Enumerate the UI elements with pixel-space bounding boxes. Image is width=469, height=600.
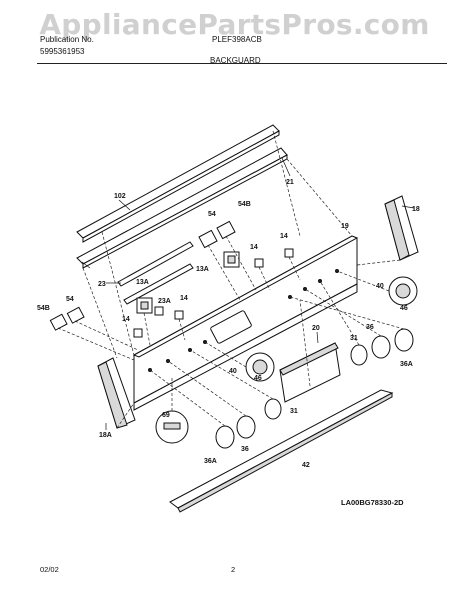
callout-31-left: 31	[290, 408, 298, 415]
knob-36a-left	[215, 425, 235, 449]
switch-54b-lower	[49, 313, 68, 331]
callout-14-c: 14	[122, 316, 130, 323]
footer-date: 02/02	[40, 565, 59, 574]
relay-13a-upper	[223, 251, 240, 268]
section-title: BACKGUARD	[210, 56, 261, 65]
callout-14-b: 14	[280, 233, 288, 240]
callout-46-middle: 46	[254, 375, 262, 382]
watermark: AppliancePartsPros.com	[39, 8, 430, 41]
knob-46-upper	[388, 276, 418, 306]
callout-46-upper: 46	[400, 305, 408, 312]
model-number: PLEF398ACB	[212, 35, 262, 44]
callout-13a-lower: 13A	[136, 279, 149, 286]
bracket-23	[106, 241, 194, 287]
callout-18a: 18A	[99, 432, 112, 439]
control-module-20	[279, 331, 341, 403]
footer-page: 2	[231, 565, 235, 574]
clip-23a	[154, 306, 164, 316]
assembly-lines	[57, 130, 405, 429]
publication-number: 5995361953	[40, 47, 85, 56]
knob-31-left	[264, 398, 282, 420]
callout-42: 42	[302, 462, 310, 469]
clip-14-b	[284, 248, 294, 258]
callout-40-middle: 40	[229, 368, 237, 375]
knob-31-right	[350, 344, 368, 366]
relay-13a-lower	[136, 297, 153, 314]
knob-46-middle	[245, 352, 275, 382]
trim-strip-42	[169, 389, 394, 513]
callout-14-d: 14	[180, 295, 188, 302]
callout-36-right: 36	[366, 324, 374, 331]
callout-54b-upper: 54B	[238, 201, 251, 208]
callout-102: 102	[114, 193, 126, 200]
knob-36-left	[236, 415, 256, 439]
screw-69	[155, 410, 189, 444]
callout-36-left: 36	[241, 446, 249, 453]
trim-strip-102	[76, 124, 280, 243]
callout-40-upper: 40	[376, 283, 384, 290]
publication-label: Publication No.	[40, 35, 94, 44]
callout-36a-left: 36A	[204, 458, 217, 465]
backguard-panel-19	[132, 235, 359, 411]
header-rule	[37, 63, 447, 64]
clip-14-d	[174, 310, 184, 320]
switch-54-lower	[66, 306, 85, 324]
callout-23: 23	[98, 281, 106, 288]
end-cap-18a	[97, 357, 136, 430]
callout-54-upper: 54	[208, 211, 216, 218]
callout-20: 20	[312, 325, 320, 332]
callout-19: 19	[341, 223, 349, 230]
diagram-code: LA00BG78330-2D	[341, 498, 404, 507]
panel-screw-holes	[148, 269, 339, 372]
switch-54-upper	[198, 229, 218, 249]
callout-21: 21	[286, 179, 294, 186]
knob-36a-right	[394, 328, 414, 352]
callout-18: 18	[412, 206, 420, 213]
knob-36-right	[371, 335, 391, 359]
callout-36a-right: 36A	[400, 361, 413, 368]
switch-54b-upper	[216, 220, 236, 240]
clip-14-c	[133, 328, 143, 338]
callout-54-lower: 54	[66, 296, 74, 303]
callout-14-a: 14	[250, 244, 258, 251]
callout-31-right: 31	[350, 335, 358, 342]
callout-23a: 23A	[158, 298, 171, 305]
callout-69: 69	[162, 412, 170, 419]
clip-14-a	[254, 258, 264, 268]
callout-54b-lower: 54B	[37, 305, 50, 312]
bracket-23a	[123, 263, 194, 305]
callout-13a-upper: 13A	[196, 266, 209, 273]
end-cap-18	[384, 195, 419, 261]
